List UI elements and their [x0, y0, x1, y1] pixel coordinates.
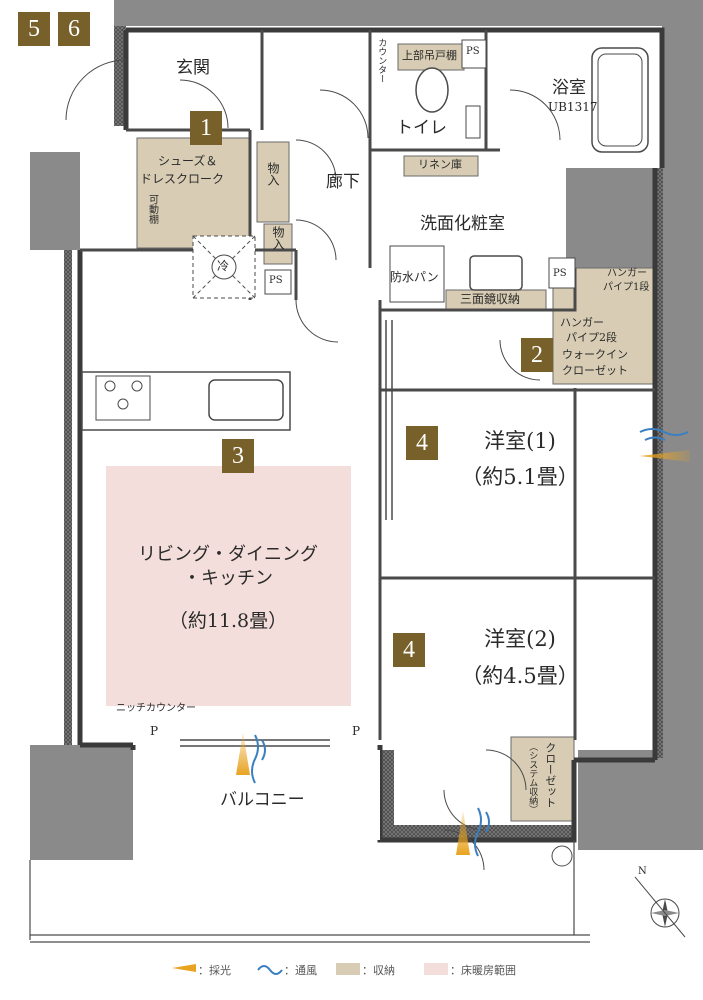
ps-mid-label: PS	[269, 275, 283, 286]
doors	[65, 59, 561, 871]
fridge-label: 冷	[217, 259, 230, 273]
storage-1-label: 物入	[266, 162, 280, 186]
compass-north-label: N	[638, 866, 647, 877]
floor-heating-area	[106, 466, 351, 706]
corridor-label: 廊下	[326, 172, 360, 192]
ventilation-icon	[257, 965, 283, 975]
floor-badge-5: 5	[18, 12, 50, 46]
room1-size-label: （約5.1畳）	[461, 465, 579, 489]
daylight-icon	[172, 964, 196, 972]
toilet-bowl	[415, 67, 449, 113]
room2-size-label: （約4.5畳）	[461, 664, 579, 688]
ps-right-label: PS	[553, 268, 567, 279]
room1-label: 洋室(1)	[484, 429, 556, 453]
hanger-2-label-1: ハンガー	[560, 316, 604, 329]
column-wc-corner	[566, 168, 662, 268]
movable-shelf-label: 可動棚	[146, 194, 158, 224]
column-right	[662, 0, 703, 162]
storage-1	[256, 141, 290, 223]
wic-label-2: クローゼット	[562, 364, 628, 377]
wall-hatch-top	[114, 26, 126, 126]
wall-hatch-right	[655, 168, 663, 758]
column-right-wall	[662, 162, 703, 782]
column-top	[114, 0, 703, 26]
daylight-arrow-ldk	[236, 732, 250, 775]
room-badge-2: 2	[521, 338, 553, 372]
room2-label: 洋室(2)	[484, 627, 556, 651]
wall-hatch-balcony	[380, 750, 394, 840]
interior-walls	[80, 30, 655, 740]
closet-label-1: クローゼット	[543, 742, 557, 808]
column-left-top	[30, 152, 80, 250]
wic-label-1: ウォークイン	[562, 348, 628, 361]
washbasin	[469, 255, 523, 291]
floor-heating-swatch-icon	[424, 963, 448, 975]
hanger-1-label-2: パイプ1段	[603, 282, 650, 293]
column-left-bottom	[30, 745, 133, 860]
storage-2	[263, 223, 293, 265]
legend-daylight: ：採光	[198, 964, 231, 977]
balcony-label: バルコニー	[220, 790, 305, 810]
daylight-arrow-room1	[640, 450, 690, 462]
balcony-floor	[133, 750, 380, 840]
windows	[180, 320, 393, 747]
linen-label: リネン庫	[418, 158, 462, 171]
upper-cabinet-label: 上部吊戸棚	[402, 49, 457, 62]
storage-2-label: 物入	[271, 226, 285, 250]
hanger-2-label-2: パイプ2段	[566, 331, 617, 344]
bath-label: 浴室	[552, 78, 586, 98]
ventilation-arrows	[251, 428, 689, 857]
room-badge-3: 3	[222, 439, 254, 473]
hanger-1-label-1: ハンガー	[607, 268, 647, 279]
p-right-label: P	[352, 724, 361, 738]
room-badge-1: 1	[190, 111, 222, 145]
kitchen-stove	[95, 375, 151, 421]
washer-pan	[389, 245, 445, 303]
closet-label-2: （システム収納）	[527, 742, 538, 814]
room-badge-4b: 4	[393, 633, 425, 667]
toilet-label: トイレ	[396, 118, 447, 138]
ldk-size-label: （約11.8畳）	[168, 610, 288, 632]
daylight-arrow-room2	[456, 810, 470, 855]
p-left-label: P	[150, 724, 159, 738]
compass-icon	[634, 876, 686, 938]
shoe-closet-label-2: ドレスクローク	[140, 172, 225, 186]
washroom-label: 洗面化粧室	[420, 214, 505, 234]
ldk-label-2: ・キッチン	[183, 568, 273, 589]
shoe-closet-label-1: シューズ＆	[158, 154, 218, 168]
wall-hatch-balcony-bottom	[394, 825, 574, 839]
legend-ventilation: ：通風	[284, 964, 317, 977]
ps-top-label: PS	[466, 46, 480, 57]
kitchen-sink	[208, 379, 284, 421]
legend: ：採光 ：通風 ：収納 ：床暖房範囲	[162, 958, 562, 984]
room-badge-4a: 4	[406, 426, 438, 460]
wall-hatch-left	[64, 250, 72, 745]
niche-counter-label: ニッチカウンター	[116, 703, 196, 714]
counter-label: カウンター	[376, 38, 387, 83]
storage-swatch-icon	[336, 963, 360, 975]
waterproof-pan-label: 防水パン	[390, 270, 439, 284]
mirror-storage-label: 三面鏡収納	[460, 292, 521, 306]
legend-storage: ：収納	[362, 964, 395, 977]
legend-floor-heating: ：床暖房範囲	[450, 964, 516, 977]
floor-badge-6: 6	[58, 12, 90, 46]
linen-closet	[403, 155, 479, 177]
bath-size-label: UB1317	[548, 100, 598, 114]
ldk-label-1: リビング・ダイニング	[138, 544, 318, 565]
entrance-label: 玄関	[176, 58, 210, 78]
